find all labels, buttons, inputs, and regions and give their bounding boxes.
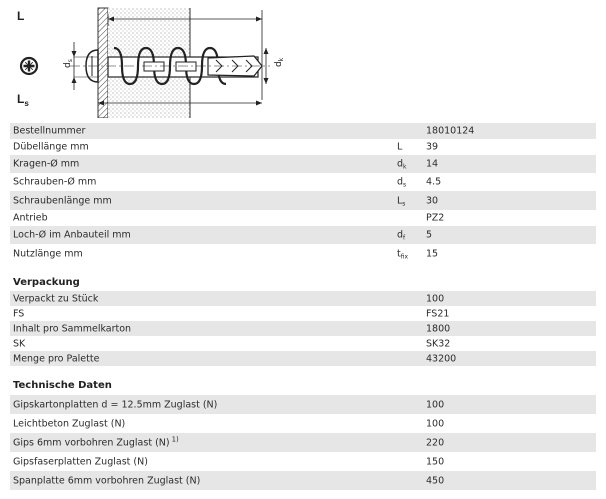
technical-row: Spanplatte 6mm vorbohren Zuglast (N) 450 <box>10 471 596 490</box>
spec-row-drive: Antrieb PZ2 <box>10 210 596 226</box>
packaging-title: Verpackung <box>13 277 80 288</box>
technical-row: Leichtbeton Zuglast (N) 100 <box>10 414 596 433</box>
packaging-label: FS <box>13 308 25 319</box>
spec-symbol: Ls <box>397 195 406 207</box>
spec-row-hole-diameter: Loch-Ø im Anbauteil mm df 5 <box>10 226 596 244</box>
packaging-table: Verpackt zu Stück 100 FS FS21 Inhalt pro… <box>10 291 596 366</box>
spec-row-collar: Kragen-Ø mm dk 14 <box>10 155 596 173</box>
spec-symbol: tfix <box>397 248 409 261</box>
spec-value: 30 <box>426 195 439 206</box>
packaging-row: FS FS21 <box>10 306 596 321</box>
technical-title: Technische Daten <box>13 380 112 391</box>
packaging-value: 1800 <box>426 323 451 334</box>
spec-row-order-number: Bestellnummer 18010124 <box>10 123 596 139</box>
spec-value: 14 <box>426 158 439 170</box>
technical-label-text: Gips 6mm vorbohren Zuglast (N) <box>13 437 170 448</box>
spec-row-screw-length: Schraubenlänge mm Ls 30 <box>10 191 596 210</box>
spec-label: Dübellänge mm <box>13 141 89 153</box>
packaging-label: Inhalt pro Sammelkarton <box>13 323 132 334</box>
technical-label: Gipsfaserplatten Zuglast (N) <box>13 456 148 467</box>
packaging-value: FS21 <box>426 308 450 319</box>
pozidriv-icon <box>19 56 39 76</box>
spec-value: 5 <box>426 229 433 241</box>
anchor-technical-drawing: L Ls ds dk <box>17 7 285 118</box>
spec-label: Bestellnummer <box>13 125 86 137</box>
packaging-label: Menge pro Palette <box>13 353 100 364</box>
spec-symbol: ds <box>397 176 407 189</box>
label-L: L <box>17 9 24 23</box>
spec-label: Nutzlänge mm <box>13 248 83 260</box>
technical-label: Spanplatte 6mm vorbohren Zuglast (N) <box>13 475 201 486</box>
technical-value: 150 <box>426 456 445 467</box>
packaging-value: 100 <box>426 293 445 304</box>
spec-row-screw-diameter: Schrauben-Ø mm ds 4.5 <box>10 173 596 191</box>
spec-table: Bestellnummer 18010124 Dübellänge mm L 3… <box>10 123 596 264</box>
packaging-value: SK32 <box>426 338 451 349</box>
technical-row: Gipskartonplatten d = 12.5mm Zuglast (N)… <box>10 395 596 414</box>
technical-value: 100 <box>426 399 445 410</box>
footnote-marker: 1) <box>171 435 179 443</box>
technical-table: Gipskartonplatten d = 12.5mm Zuglast (N)… <box>10 395 596 490</box>
packaging-row: Inhalt pro Sammelkarton 1800 <box>10 321 596 336</box>
spec-value: 18010124 <box>426 125 475 137</box>
spec-row-usable-length: Nutzlänge mm tfix 15 <box>10 244 596 264</box>
spec-label: Schrauben-Ø mm <box>13 176 97 188</box>
technical-row: Gipsfaserplatten Zuglast (N) 150 <box>10 452 596 471</box>
technical-value: 450 <box>426 475 445 486</box>
spec-value: 39 <box>426 141 439 153</box>
spec-symbol: dk <box>397 158 407 171</box>
technical-value: 220 <box>426 437 445 448</box>
packaging-row: SK SK32 <box>10 336 596 351</box>
spec-label: Schraubenlänge mm <box>13 195 112 206</box>
spec-row-length: Dübellänge mm L 39 <box>10 139 596 155</box>
spec-label: Kragen-Ø mm <box>13 158 80 170</box>
technical-label: Leichtbeton Zuglast (N) <box>13 418 126 429</box>
technical-label: Gipskartonplatten d = 12.5mm Zuglast (N) <box>13 399 218 410</box>
technical-label: Gips 6mm vorbohren Zuglast (N)1) <box>13 435 179 448</box>
packaging-row: Menge pro Palette 43200 <box>10 351 596 366</box>
spec-symbol: L <box>397 141 403 153</box>
label-ds: ds <box>63 59 74 68</box>
technical-row: Gips 6mm vorbohren Zuglast (N)1) 220 <box>10 433 596 452</box>
spec-value: PZ2 <box>426 212 445 224</box>
spec-value: 4.5 <box>426 176 442 188</box>
spec-label: Antrieb <box>13 212 48 224</box>
spec-symbol: df <box>397 229 406 242</box>
spec-value: 15 <box>426 248 439 260</box>
packaging-row: Verpackt zu Stück 100 <box>10 291 596 306</box>
packaging-label: SK <box>13 338 26 349</box>
label-Ls: Ls <box>17 92 29 108</box>
spec-label: Loch-Ø im Anbauteil mm <box>13 229 131 241</box>
packaging-value: 43200 <box>426 353 457 364</box>
technical-value: 100 <box>426 418 445 429</box>
packaging-label: Verpackt zu Stück <box>13 293 99 304</box>
label-dk: dk <box>274 57 285 67</box>
